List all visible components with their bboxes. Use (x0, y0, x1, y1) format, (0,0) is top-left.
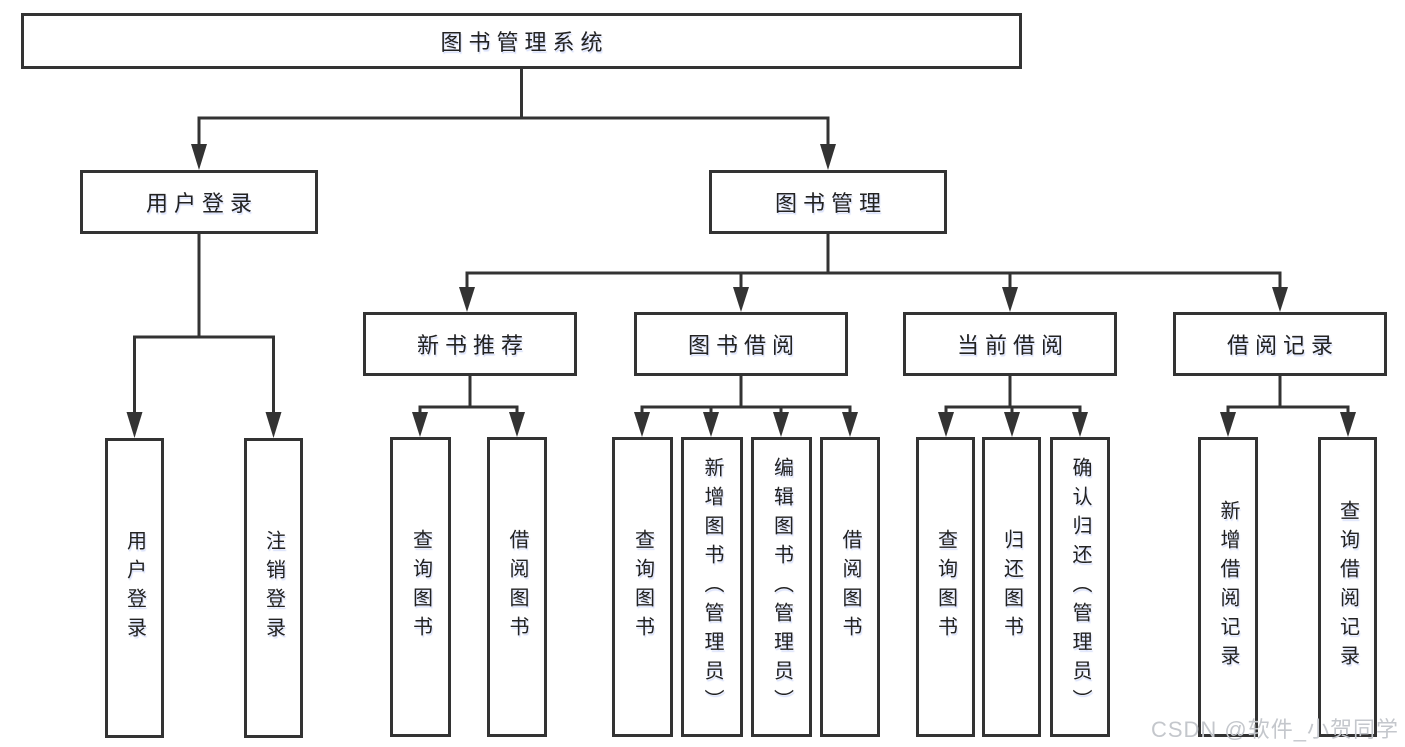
node-current-borrow: 当前借阅 (903, 312, 1117, 376)
leaf-add-books-admin: 新增图书（管理员） (681, 437, 743, 737)
node-book-management: 图书管理 (709, 170, 947, 234)
leaf-user-login: 用户登录 (105, 438, 164, 738)
node-borrow-records-label: 借阅记录 (1226, 333, 1339, 358)
connector-borrow-records (1226, 374, 1350, 417)
leaf-borrow-books-1: 借阅图书 (487, 437, 547, 737)
leaf-add-borrow-record: 新增借阅记录 (1198, 437, 1258, 737)
node-user-login: 用户登录 (80, 170, 318, 234)
arrowheads (126, 144, 1356, 438)
connector-new-book (418, 374, 519, 417)
csdn-watermark: CSDN @软件_小贺同学 (1150, 717, 1399, 742)
node-root: 图书管理系统 (21, 13, 1022, 69)
connector-current-borrow (944, 374, 1082, 417)
leaf-return-books-label: 归还图书 (1000, 529, 1023, 645)
node-current-borrow-label: 当前借阅 (956, 333, 1069, 358)
leaf-query-borrow-record-label: 查询借阅记录 (1336, 500, 1359, 674)
leaf-borrow-books-2: 借阅图书 (820, 437, 880, 737)
leaf-query-borrow-record: 查询借阅记录 (1318, 437, 1377, 737)
leaf-logout-login-label: 注销登录 (262, 530, 285, 646)
node-book-borrow: 图书借阅 (634, 312, 848, 376)
node-new-book-recommend-label: 新书推荐 (416, 333, 529, 358)
leaf-query-books-3-label: 查询图书 (934, 529, 957, 645)
connector-root (197, 67, 830, 150)
node-book-management-label: 图书管理 (774, 191, 887, 216)
node-borrow-records: 借阅记录 (1173, 312, 1387, 376)
node-user-login-label: 用户登录 (145, 191, 258, 216)
leaf-borrow-books-2-label: 借阅图书 (839, 529, 861, 645)
node-new-book-recommend: 新书推荐 (363, 312, 577, 376)
connector-user-login (133, 232, 275, 416)
leaf-query-books-2-label: 查询图书 (631, 529, 654, 645)
leaf-logout-login: 注销登录 (244, 438, 303, 738)
leaf-user-login-label: 用户登录 (123, 530, 146, 646)
leaf-edit-books-admin-label: 编辑图书（管理员） (770, 456, 793, 718)
node-root-label: 图书管理系统 (440, 30, 609, 55)
leaf-return-books: 归还图书 (982, 437, 1041, 737)
connector-book-borrow (640, 374, 852, 417)
leaf-add-books-admin-label: 新增图书（管理员） (701, 456, 723, 718)
leaf-query-books-1: 查询图书 (390, 437, 451, 737)
leaf-confirm-return-admin: 确认归还（管理员） (1050, 437, 1110, 737)
leaf-query-books-2: 查询图书 (612, 437, 673, 737)
connector-book-management (465, 232, 1282, 292)
leaf-add-borrow-record-label: 新增借阅记录 (1217, 500, 1239, 674)
leaf-edit-books-admin: 编辑图书（管理员） (751, 437, 812, 737)
leaf-borrow-books-1-label: 借阅图书 (506, 529, 528, 645)
leaf-confirm-return-admin-label: 确认归还（管理员） (1069, 456, 1091, 718)
node-book-borrow-label: 图书借阅 (687, 333, 800, 358)
leaf-query-books-1-label: 查询图书 (409, 529, 432, 645)
leaf-query-books-3: 查询图书 (916, 437, 975, 737)
